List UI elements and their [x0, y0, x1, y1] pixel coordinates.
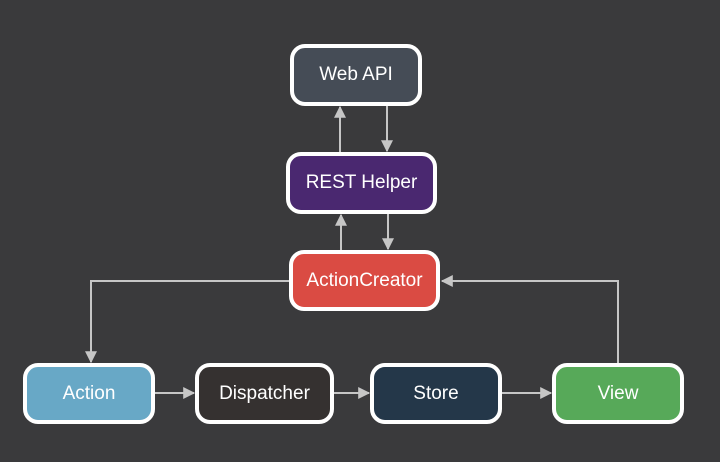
node-web-api: Web API — [290, 44, 422, 106]
node-action: Action — [23, 363, 155, 424]
node-rest-helper-label: REST Helper — [305, 172, 418, 193]
node-view: View — [552, 363, 684, 424]
node-action-creator-label: ActionCreator — [306, 269, 423, 291]
node-dispatcher-label: Dispatcher — [219, 382, 310, 404]
node-dispatcher: Dispatcher — [195, 363, 334, 424]
node-rest-helper: REST Helper — [286, 152, 437, 214]
node-web-api-label: Web API — [319, 64, 393, 85]
node-view-label: View — [597, 382, 639, 404]
node-store: Store — [370, 363, 502, 424]
edge-view-to-action-creator — [440, 275, 619, 363]
node-store-label: Store — [413, 382, 459, 404]
node-action-label: Action — [62, 382, 116, 404]
edge-action-creator-to-action — [85, 280, 289, 364]
node-action-creator: ActionCreator — [289, 250, 440, 311]
